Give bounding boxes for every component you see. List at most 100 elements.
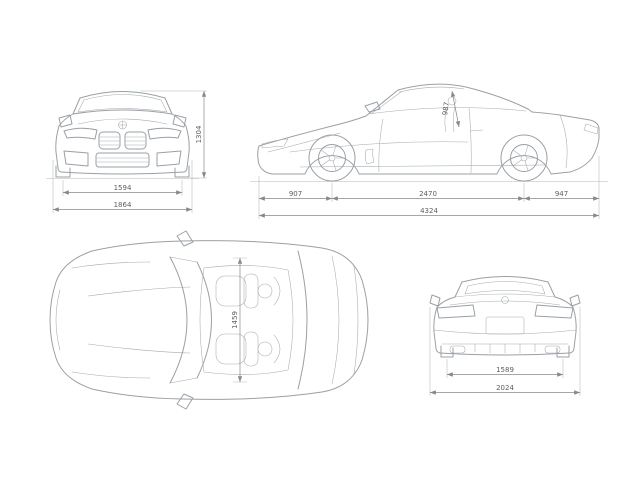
side-rear-deck-seam bbox=[559, 114, 568, 169]
rear-width-extension-lines bbox=[429, 307, 581, 396]
side-softtop-seam bbox=[398, 86, 465, 93]
front-side-intake-right bbox=[156, 150, 182, 167]
side-rear-hub bbox=[520, 154, 528, 162]
rear-taillight-left bbox=[436, 304, 476, 319]
front-shoulder-right bbox=[171, 113, 187, 127]
side-hood-seam bbox=[267, 132, 341, 153]
side-rear-spokes bbox=[513, 145, 538, 171]
rear-track-dim-label: 1589 bbox=[496, 366, 514, 374]
top-seat-cushion-left bbox=[215, 275, 247, 307]
front-track-extension-lines bbox=[62, 180, 183, 196]
rear-tire-right bbox=[556, 345, 570, 358]
front-intake-slats bbox=[96, 157, 149, 163]
side-length-dim-label: 4324 bbox=[420, 207, 438, 215]
top-hood-crease-upper bbox=[87, 286, 191, 297]
top-mirror-upper bbox=[176, 230, 194, 247]
rear-roundel-badge bbox=[501, 296, 509, 304]
rear-bottom-edge bbox=[439, 352, 571, 356]
top-a-pillar-upper bbox=[169, 256, 198, 263]
side-character-line bbox=[289, 141, 469, 153]
top-a-pillar-lower bbox=[169, 377, 198, 384]
top-cockpit-rim bbox=[199, 265, 294, 375]
front-body-side-left bbox=[55, 125, 62, 173]
front-shoulder-left bbox=[58, 113, 74, 127]
top-windshield-header bbox=[196, 261, 212, 379]
side-fender-vent bbox=[364, 148, 375, 165]
side-extension-lines bbox=[258, 156, 600, 219]
top-body-outline bbox=[49, 240, 369, 400]
side-sill-line bbox=[299, 164, 546, 168]
side-mirror bbox=[364, 101, 381, 113]
side-front-spokes bbox=[321, 145, 346, 171]
rear-license-plate bbox=[485, 316, 525, 335]
front-mirror-right bbox=[172, 114, 187, 128]
side-headlight bbox=[261, 138, 289, 149]
rear-exhaust-right bbox=[544, 345, 561, 354]
side-door-seam-front bbox=[378, 118, 384, 173]
top-hood-crease-lower bbox=[87, 343, 191, 354]
side-door-handle bbox=[469, 129, 484, 132]
rear-width-dim-label: 2024 bbox=[496, 384, 514, 392]
rear-diffuser-slats bbox=[474, 343, 536, 354]
top-dimensions: 1459 bbox=[231, 257, 247, 383]
front-bumper-bottom bbox=[60, 171, 185, 175]
side-front-overhang-dim-label: 907 bbox=[289, 190, 302, 198]
front-roundel-cross bbox=[118, 120, 127, 130]
top-front-bumper-line bbox=[55, 289, 61, 351]
top-spoiler-edge bbox=[353, 265, 359, 375]
rear-view bbox=[429, 276, 581, 358]
side-taillight bbox=[583, 123, 599, 135]
rear-exhaust-left bbox=[449, 345, 466, 354]
front-headlight-left bbox=[63, 127, 98, 140]
side-dimensions: 987 907 2470 947 4324 bbox=[258, 90, 600, 219]
front-side-intake-left bbox=[63, 150, 89, 167]
top-trunk-seam-front bbox=[297, 250, 308, 390]
side-front-tire bbox=[308, 134, 356, 182]
front-windshield-glass bbox=[77, 94, 168, 113]
rear-deck-line bbox=[454, 293, 556, 298]
rear-softtop-arc bbox=[461, 276, 549, 283]
side-rear-rim bbox=[510, 144, 538, 172]
rear-body-side-left bbox=[433, 306, 441, 354]
side-door-seam-rear bbox=[468, 107, 472, 174]
side-view bbox=[250, 83, 608, 182]
top-trunk-seam-rear bbox=[331, 255, 340, 385]
side-wheelbase-dim-label: 2470 bbox=[419, 190, 437, 198]
top-view bbox=[49, 230, 369, 410]
side-rear-overhang-dim-label: 947 bbox=[555, 190, 568, 198]
side-lower-body-outline bbox=[257, 111, 600, 175]
front-kidney-grille-right bbox=[124, 131, 147, 150]
rear-softtop-side-left bbox=[454, 281, 463, 298]
top-seat-cushion-right bbox=[215, 333, 247, 365]
top-windshield-base bbox=[169, 256, 188, 384]
front-width-extension-lines bbox=[52, 160, 193, 213]
top-roll-hoop-left bbox=[273, 276, 281, 306]
rear-tire-left bbox=[440, 345, 454, 358]
side-headroom-dim-label: 987 bbox=[441, 101, 451, 115]
side-upper-profile bbox=[258, 83, 533, 147]
rear-softtop-side-right bbox=[547, 281, 556, 298]
front-headlight-right bbox=[147, 127, 182, 140]
side-front-rim bbox=[318, 144, 346, 172]
top-headrest-left bbox=[257, 283, 273, 299]
front-tire-left bbox=[55, 165, 71, 178]
front-dimensions: 1594 1864 1304 bbox=[52, 90, 207, 213]
front-height-dim-label: 1304 bbox=[195, 125, 203, 143]
top-headrest-right bbox=[257, 341, 273, 357]
rear-dimensions: 1589 2024 bbox=[429, 307, 581, 396]
side-belt-line bbox=[367, 107, 527, 115]
front-body-side-right bbox=[183, 125, 190, 173]
rear-spoiler-lip bbox=[449, 300, 561, 306]
front-track-dim-label: 1594 bbox=[114, 184, 132, 192]
front-view bbox=[46, 91, 199, 179]
side-headroom-dim-line bbox=[450, 90, 461, 128]
side-rear-tire bbox=[500, 134, 548, 182]
rear-window bbox=[464, 281, 546, 295]
top-mirror-lower bbox=[176, 393, 194, 410]
side-front-hub bbox=[328, 154, 336, 162]
front-tire-right bbox=[174, 165, 190, 178]
front-kidney-grille-left bbox=[98, 131, 121, 150]
top-hood-seam-lower bbox=[71, 371, 151, 379]
